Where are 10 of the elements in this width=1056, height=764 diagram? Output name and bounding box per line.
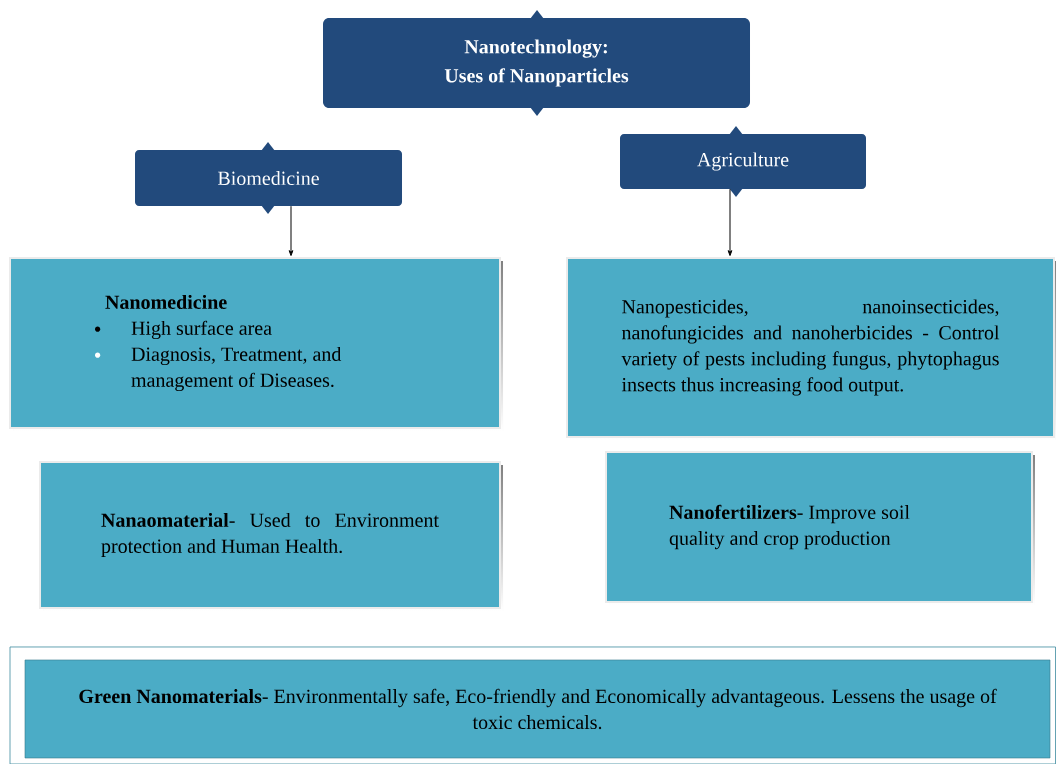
content-box: Nanaomaterial- Used to Environment protection and Human Health. bbox=[39, 461, 503, 611]
content-box: Nanopesticides, nanoinsecticides, nanofungicides and nanoherbicides - Control variety of pests including fungus, phytophagus insects thus increasing food output. bbox=[566, 257, 1056, 440]
category-box: Biomedicine bbox=[135, 142, 402, 214]
content-box: Green Nanomaterials- Environmentally safe, Eco-friendly and Economically advantageous. Lessens the usage of toxic chemicals. bbox=[24, 659, 1051, 759]
arrow bbox=[288, 205, 294, 257]
title-box: Nanotechnology: Uses of Nanoparticles bbox=[323, 10, 750, 116]
content-box: Nanomedicine High surface area Diagnosis, Treatment, and management of Diseases. bbox=[9, 257, 503, 431]
content-box: Nanofertilizers- Improve soil quality and crop production bbox=[605, 451, 1035, 605]
category-box: Agriculture bbox=[620, 126, 866, 197]
arrow bbox=[727, 188, 733, 257]
